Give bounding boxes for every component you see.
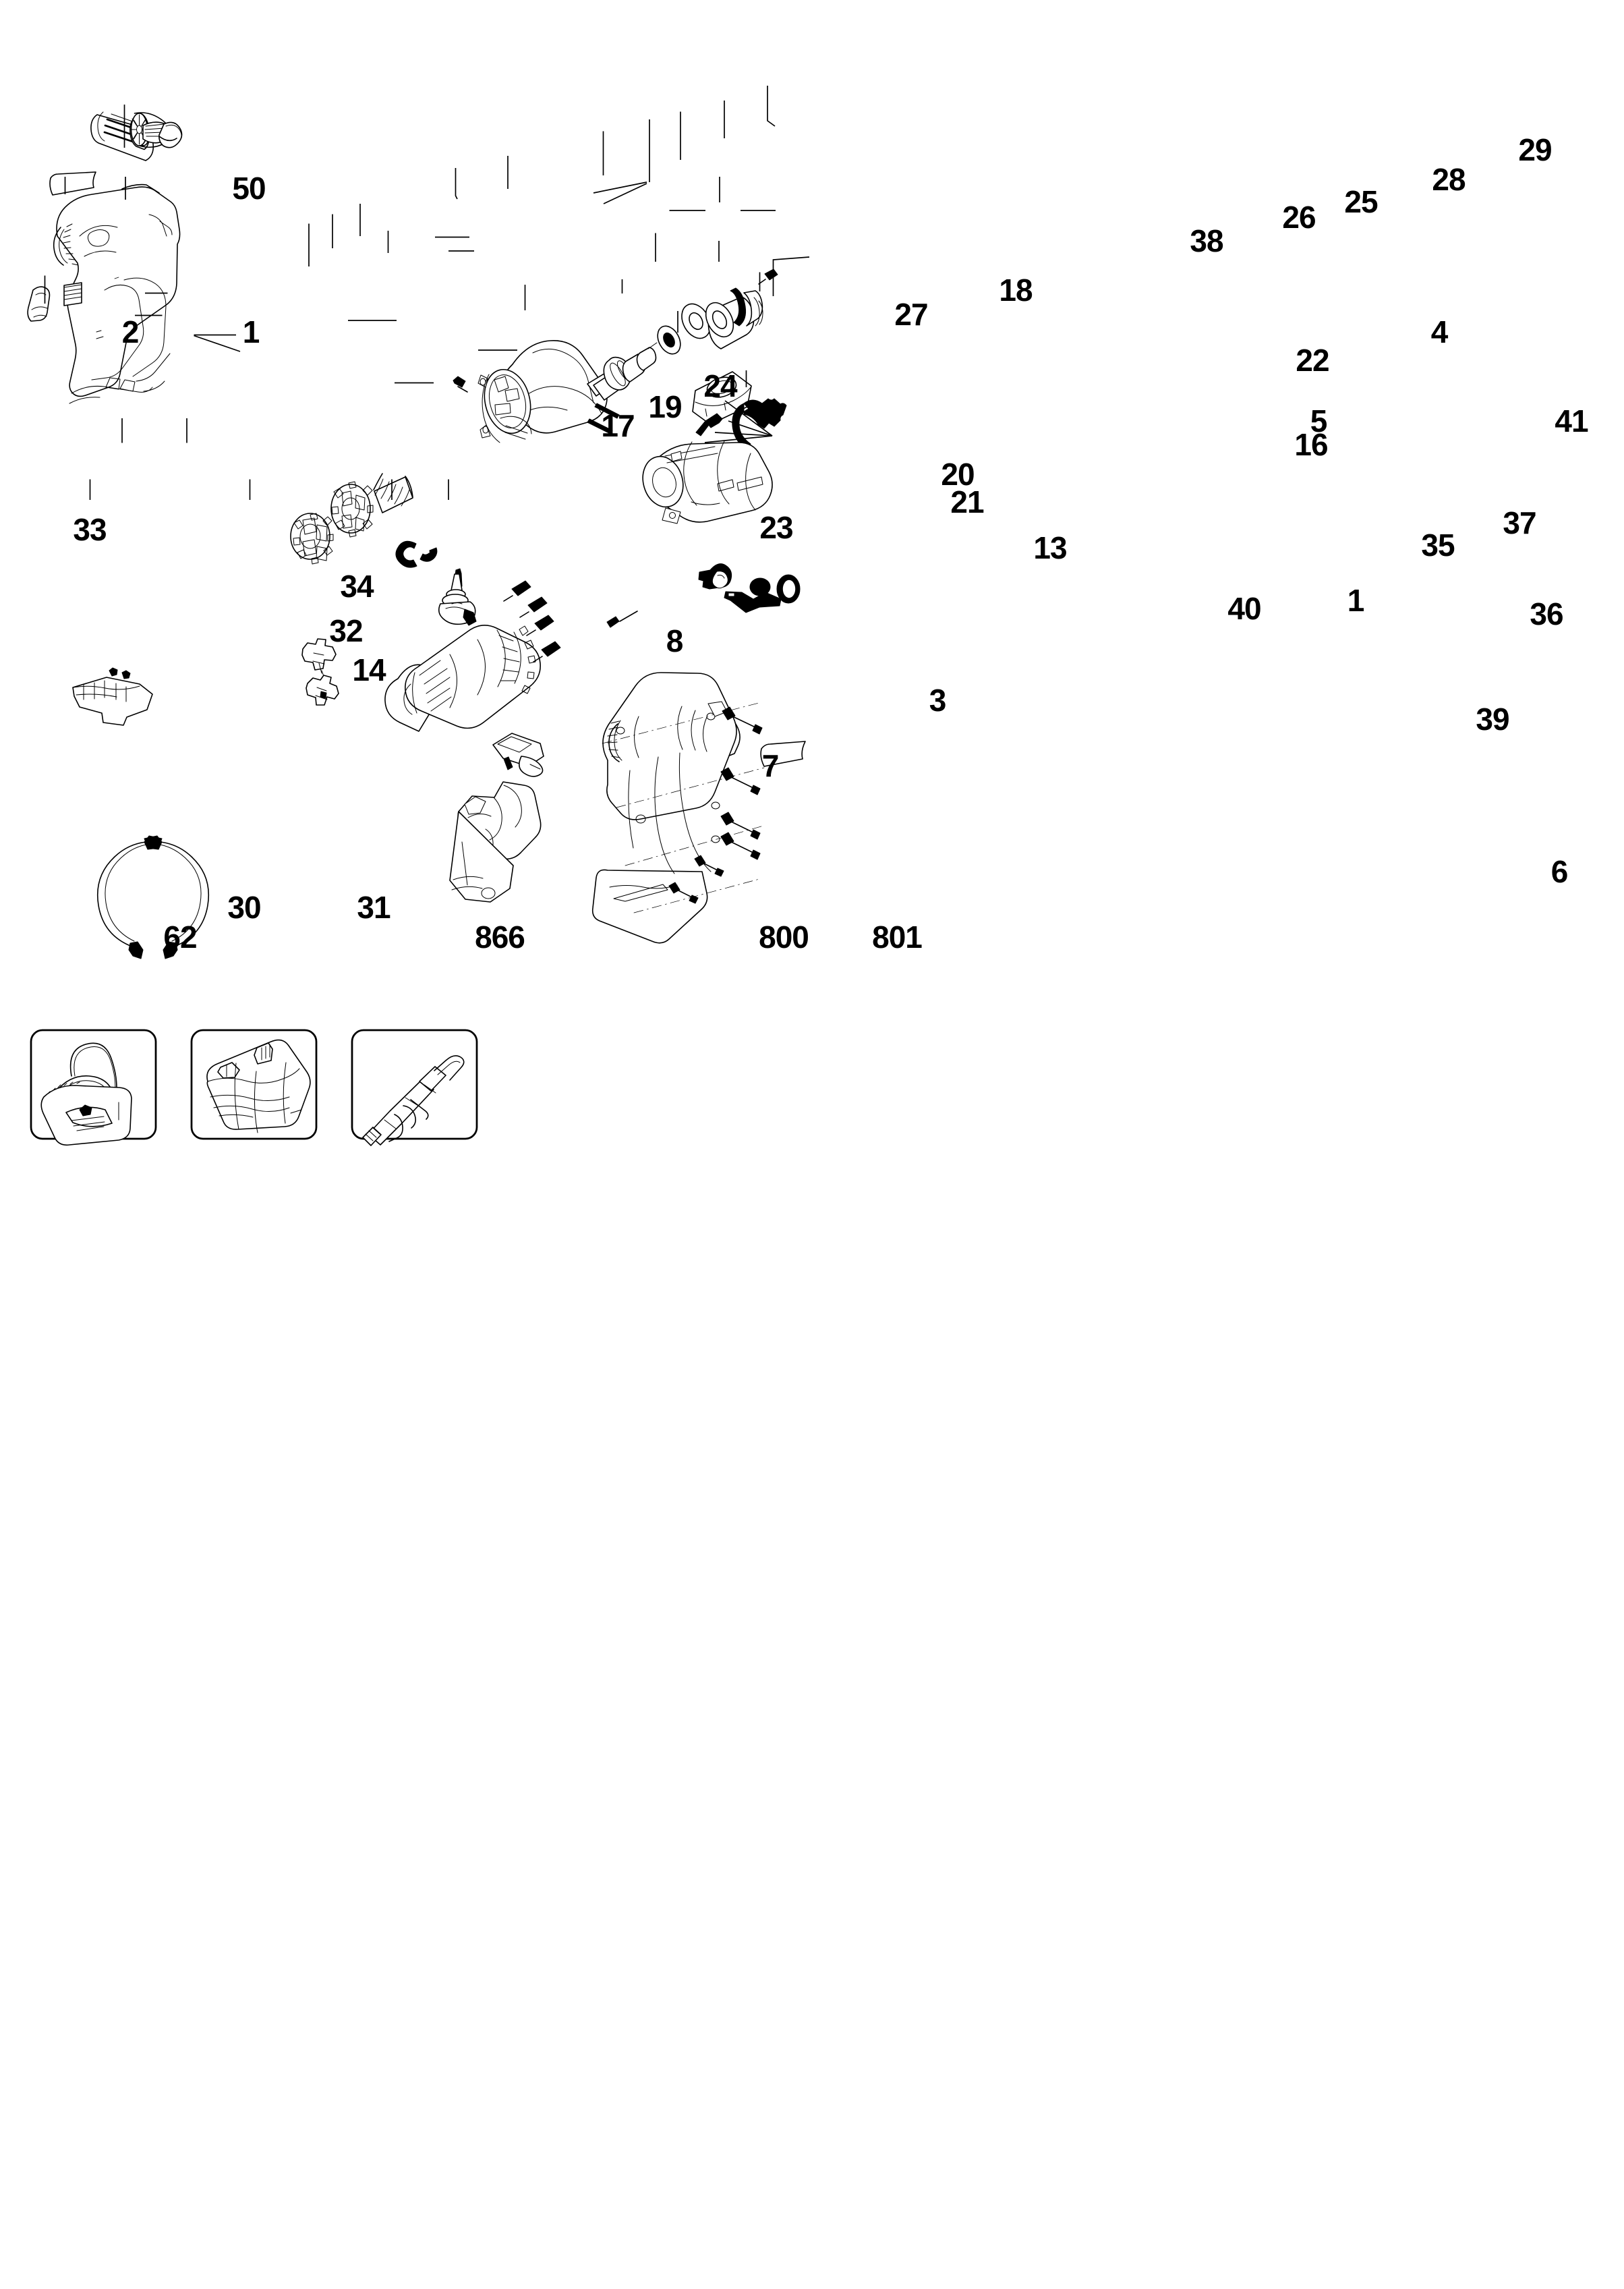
part-34-spring-small <box>63 282 82 306</box>
callout-801: 801 <box>872 920 923 955</box>
part-50-side-handle <box>90 111 183 161</box>
callout-17: 17 <box>601 408 635 443</box>
callout-41: 41 <box>1555 403 1588 439</box>
callout-16: 16 <box>1294 427 1328 462</box>
screw-b <box>720 767 761 795</box>
part-1-housing-left <box>53 183 181 404</box>
part-24-clutch-spring <box>373 473 413 513</box>
part-22-pins <box>587 403 620 434</box>
callout-22: 22 <box>1296 343 1329 378</box>
callout-50: 50 <box>232 171 266 206</box>
callout-27: 27 <box>894 297 928 332</box>
callout-14: 14 <box>352 652 386 687</box>
part-3-trigger-lock <box>492 733 544 777</box>
callout-18: 18 <box>999 273 1033 308</box>
callout-2: 2 <box>121 314 140 349</box>
callout-19: 19 <box>648 389 682 424</box>
callout-30: 30 <box>227 890 261 925</box>
callout-4: 4 <box>1430 314 1449 349</box>
callout-39: 39 <box>1476 702 1509 737</box>
part-39-nameplate-right <box>760 741 806 767</box>
screw-a <box>722 706 763 735</box>
part-36-switch-ring <box>776 574 801 604</box>
callout-33: 33 <box>73 512 107 547</box>
part-40-screw <box>606 611 638 628</box>
callout-5: 5 <box>1310 403 1328 439</box>
part-37-forward-reverse-slider <box>724 577 782 613</box>
callout-34: 34 <box>340 569 374 604</box>
part-28-chuck <box>705 287 763 349</box>
part-6-housing-screws <box>668 706 763 904</box>
part-17-clutch-plate <box>290 513 334 565</box>
part-5-spring-clip <box>695 413 723 436</box>
callout-35: 35 <box>1421 528 1455 563</box>
part-16-gearbox-housing <box>642 441 773 524</box>
part-27-motor-screw <box>453 376 468 393</box>
part-33-belt-hook <box>27 286 51 322</box>
screw-d <box>720 832 761 860</box>
part-2-nameplate-left <box>49 171 96 196</box>
callout-7: 7 <box>761 748 780 783</box>
part-8-gearbox-assembly <box>384 625 541 732</box>
callout-20: 20 <box>941 457 975 492</box>
callout-25: 25 <box>1344 184 1378 219</box>
part-21-shift-knob <box>438 573 477 626</box>
callout-38: 38 <box>1190 223 1223 258</box>
screw-c <box>720 812 761 840</box>
screw-e <box>694 855 724 877</box>
part-35-speed-selector <box>698 563 732 590</box>
part-31-wire-right <box>144 835 210 959</box>
callout-1: 1 <box>242 314 260 349</box>
part-29-chuck-screw <box>758 269 778 285</box>
boxed-item-866 <box>190 1029 318 1140</box>
callout-62: 62 <box>163 920 197 955</box>
callout-37: 37 <box>1503 505 1536 540</box>
callout-800: 800 <box>759 920 809 955</box>
callout-13: 13 <box>1033 530 1067 565</box>
part-18-motor <box>477 340 615 443</box>
part-19-clutch-ring-gear <box>330 481 374 538</box>
callout-29: 29 <box>1518 132 1552 167</box>
callout-21: 21 <box>950 484 984 519</box>
part-26-washer-small <box>657 325 681 355</box>
callout-26: 26 <box>1282 200 1316 235</box>
callout-23: 23 <box>759 510 793 545</box>
callout-40: 40 <box>1227 591 1261 626</box>
part-7-trigger-switch <box>449 781 542 903</box>
part-41-seal-gasket <box>732 398 787 451</box>
screw-f <box>668 882 699 904</box>
part-32-terminal-block <box>72 667 153 726</box>
part-13-gearbox-screws <box>503 580 561 662</box>
callout-32: 32 <box>329 613 363 648</box>
callout-24: 24 <box>703 368 737 403</box>
part-14-brush-holders <box>301 638 339 706</box>
part-38-output-spindle <box>593 342 658 401</box>
part-23-retaining-clip <box>395 540 438 568</box>
boxed-item-62 <box>30 1029 157 1146</box>
boxed-item-800-801 <box>351 1029 478 1146</box>
callout-6: 6 <box>1550 854 1569 889</box>
part-30-wire-left <box>96 835 163 959</box>
callout-36: 36 <box>1530 596 1563 631</box>
part-1b-housing-right <box>591 672 765 944</box>
callout-866: 866 <box>475 920 525 955</box>
callout-8: 8 <box>666 623 684 658</box>
leader-lines <box>44 86 810 500</box>
callout-1-right: 1 <box>1347 583 1365 618</box>
callout-3: 3 <box>929 683 947 718</box>
callout-31: 31 <box>357 890 390 925</box>
callout-28: 28 <box>1432 162 1466 197</box>
